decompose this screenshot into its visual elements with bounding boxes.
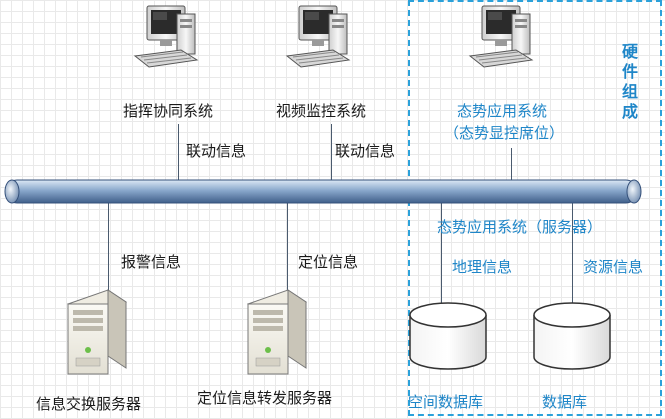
connector-video: [331, 124, 332, 180]
geo-info-label: 地理信息: [452, 258, 513, 276]
alarm-info-label: 报警信息: [121, 253, 182, 271]
hardware-zone-boundary: [408, 0, 662, 416]
situation-client-computer-icon: [469, 5, 533, 68]
linkage-info-label-2: 联动信息: [335, 142, 396, 160]
location-forward-server-label: 定位信息转发服务器: [197, 389, 333, 407]
video-system-label: 视频监控系统: [276, 102, 367, 120]
command-system-computer-icon: [134, 5, 198, 68]
connector-info-exchange: [108, 203, 109, 290]
linkage-info-label-1: 联动信息: [186, 142, 247, 160]
spatial-database-label: 空间数据库: [408, 393, 484, 411]
connector-situation-client: [511, 148, 512, 180]
connector-geo: [441, 203, 442, 303]
database-label: 数据库: [542, 393, 588, 411]
database-icon: [533, 302, 611, 370]
situation-client-label-line2: （态势显控席位）: [444, 124, 565, 142]
resource-info-label: 资源信息: [583, 258, 644, 276]
network-bus: [4, 179, 642, 204]
video-system-computer-icon: [286, 5, 350, 68]
location-info-label: 定位信息: [298, 253, 359, 271]
spatial-database-icon: [409, 302, 487, 370]
command-system-label: 指挥协同系统: [123, 102, 214, 120]
info-exchange-server-icon: [67, 289, 127, 375]
location-forward-server-icon: [247, 289, 307, 375]
info-exchange-server-label: 信息交换服务器: [36, 395, 142, 413]
hardware-zone-label: 硬 件 组 成: [621, 42, 638, 121]
connector-resource: [572, 203, 573, 303]
connector-command: [178, 124, 179, 180]
situation-client-label-line1: 态势应用系统: [457, 102, 548, 120]
connector-location-forward: [287, 203, 288, 290]
situation-server-label: 态势应用系统（服务器）: [437, 218, 603, 236]
